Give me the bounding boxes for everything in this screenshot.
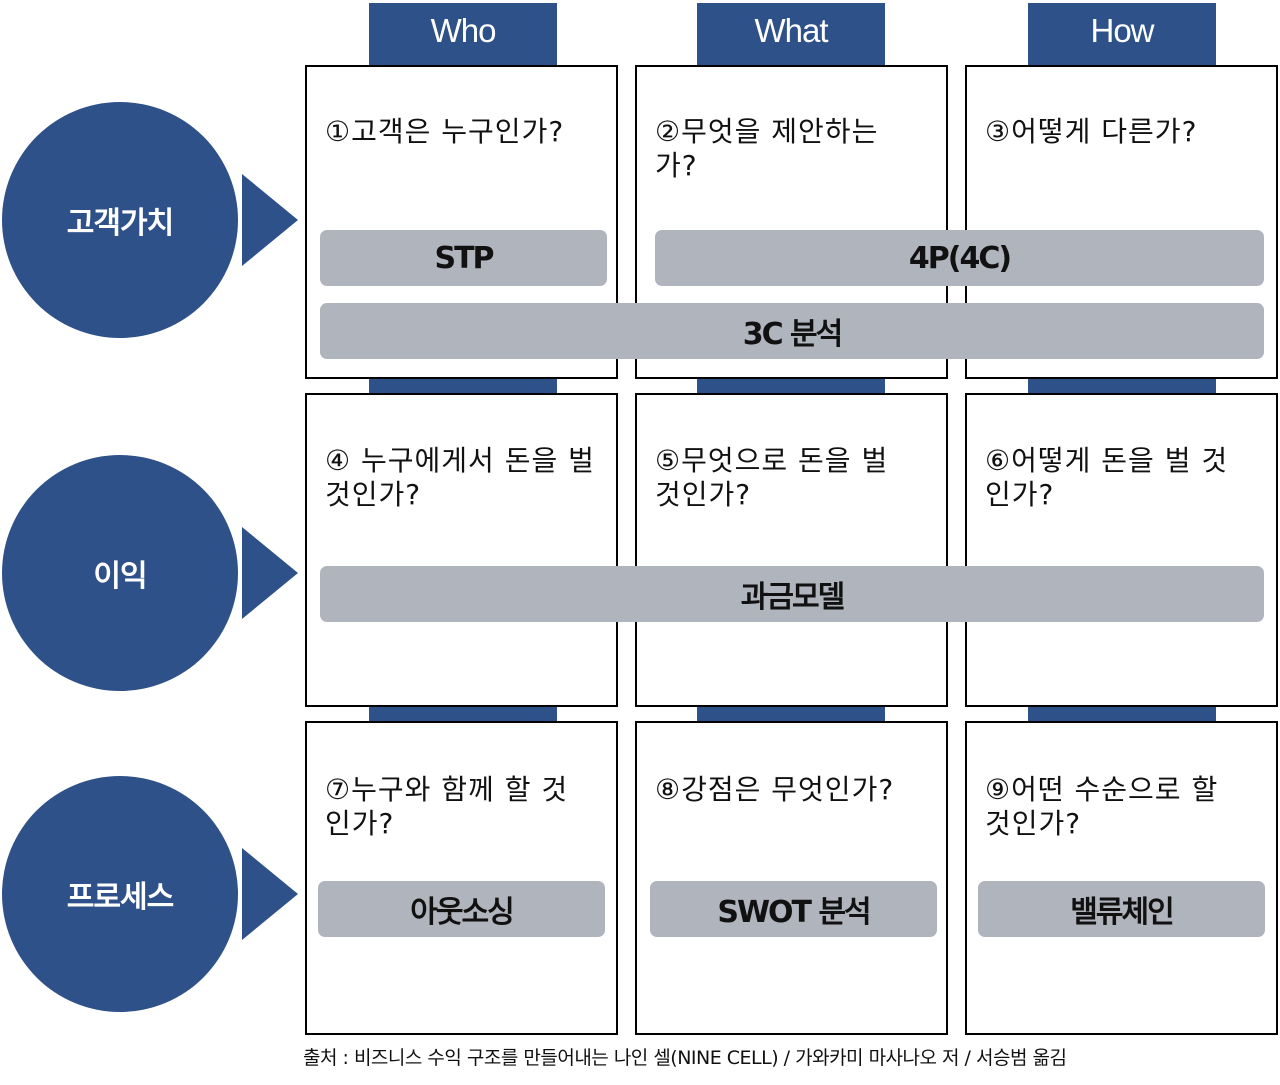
connector-who-1: [369, 378, 557, 394]
connector-what-2: [697, 706, 885, 722]
column-header-who: Who: [369, 3, 557, 65]
question-4: ④ 누구에게서 돈을 벌 것인가?: [325, 444, 595, 511]
row-label-customer-value: 고객가치: [2, 102, 238, 338]
question-6: ⑥어떻게 돈을 벌 것 인가?: [985, 444, 1229, 511]
connector-what-1: [697, 378, 885, 394]
cell-who-profit: [305, 393, 618, 707]
question-9: ⑨어떤 수순으로 할 것인가?: [985, 773, 1219, 840]
row-arrow-profit: [242, 527, 298, 619]
cell-how-profit: [965, 393, 1278, 707]
row-arrow-process: [242, 848, 298, 940]
tag-pricing-model: 과금모델: [320, 566, 1264, 622]
tag-stp: STP: [320, 230, 607, 286]
cell-what-profit: [635, 393, 948, 707]
cell-who-process: [305, 721, 618, 1035]
tag-3c-analysis: 3C 분석: [320, 303, 1264, 359]
source-caption: 출처 : 비즈니스 수익 구조를 만들어내는 나인 셀(NINE CELL) /…: [303, 1047, 1067, 1069]
tag-outsourcing: 아웃소싱: [318, 881, 605, 937]
column-header-what: What: [697, 3, 885, 65]
question-8: ⑧강점은 무엇인가?: [655, 773, 895, 806]
row-arrow-customer-value: [242, 174, 298, 266]
row-label-profit: 이익: [2, 455, 238, 691]
cell-how-process: [965, 721, 1278, 1035]
connector-who-2: [369, 706, 557, 722]
row-label-process: 프로세스: [2, 776, 238, 1012]
column-header-how: How: [1028, 3, 1216, 65]
connector-how-1: [1028, 378, 1216, 394]
question-7: ⑦누구와 함께 할 것 인가?: [325, 773, 569, 840]
cell-what-process: [635, 721, 948, 1035]
tag-swot-analysis: SWOT 분석: [650, 881, 937, 937]
question-3: ③어떻게 다른가?: [985, 115, 1198, 148]
question-2: ②무엇을 제안하는 가?: [655, 115, 879, 182]
question-5: ⑤무엇으로 돈을 벌 것인가?: [655, 444, 889, 511]
tag-value-chain: 밸류체인: [978, 881, 1265, 937]
tag-4p4c: 4P(4C): [655, 230, 1264, 286]
question-1: ①고객은 누구인가?: [325, 115, 565, 148]
connector-how-2: [1028, 706, 1216, 722]
